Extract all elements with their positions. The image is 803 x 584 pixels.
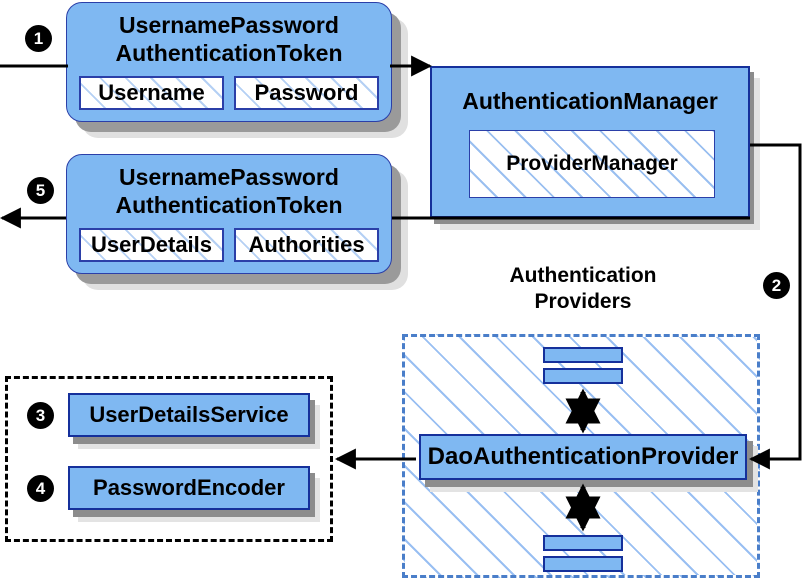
request-authentication-token[interactable]: UsernamePassword AuthenticationToken Use… (66, 2, 392, 122)
response-token-slots: UserDetails Authorities (79, 228, 379, 262)
step-badge-3: 3 (27, 402, 54, 429)
response-token-title: UsernamePassword AuthenticationToken (67, 163, 391, 219)
step-badge-1: 1 (25, 25, 52, 52)
request-token-title: UsernamePassword AuthenticationToken (67, 11, 391, 67)
request-token-slots: Username Password (79, 76, 379, 110)
request-token-title-line-2: AuthenticationToken (115, 40, 343, 66)
password-encoder[interactable]: PasswordEncoder (68, 466, 310, 510)
request-token-title-line-1: UsernamePassword (119, 12, 339, 38)
response-token-title-line-2: AuthenticationToken (115, 192, 343, 218)
step-badge-5: 5 (27, 177, 54, 204)
step-badge-2: 2 (763, 272, 790, 299)
provider-placeholder-4 (543, 556, 623, 572)
authentication-providers-caption: Authentication Providers (440, 263, 726, 315)
provider-manager[interactable]: ProviderManager (469, 130, 715, 198)
caption-line-1: Authentication (509, 264, 657, 287)
authentication-manager[interactable]: AuthenticationManager ProviderManager (430, 66, 750, 218)
dao-authentication-provider[interactable]: DaoAuthenticationProvider (419, 434, 747, 480)
response-authentication-token[interactable]: UsernamePassword AuthenticationToken Use… (66, 154, 392, 274)
response-token-slot-userdetails: UserDetails (79, 228, 224, 262)
request-token-slot-username: Username (79, 76, 224, 110)
request-token-slot-password: Password (234, 76, 379, 110)
response-token-slot-authorities: Authorities (234, 228, 379, 262)
provider-placeholder-2 (543, 368, 623, 384)
response-token-title-line-1: UsernamePassword (119, 164, 339, 190)
provider-placeholder-1 (543, 347, 623, 363)
user-details-service[interactable]: UserDetailsService (68, 393, 310, 437)
authentication-manager-label: AuthenticationManager (462, 88, 718, 114)
step-badge-4: 4 (27, 475, 54, 502)
provider-placeholder-3 (543, 535, 623, 551)
provider-manager-label: ProviderManager (506, 152, 678, 175)
caption-line-2: Providers (534, 290, 632, 313)
